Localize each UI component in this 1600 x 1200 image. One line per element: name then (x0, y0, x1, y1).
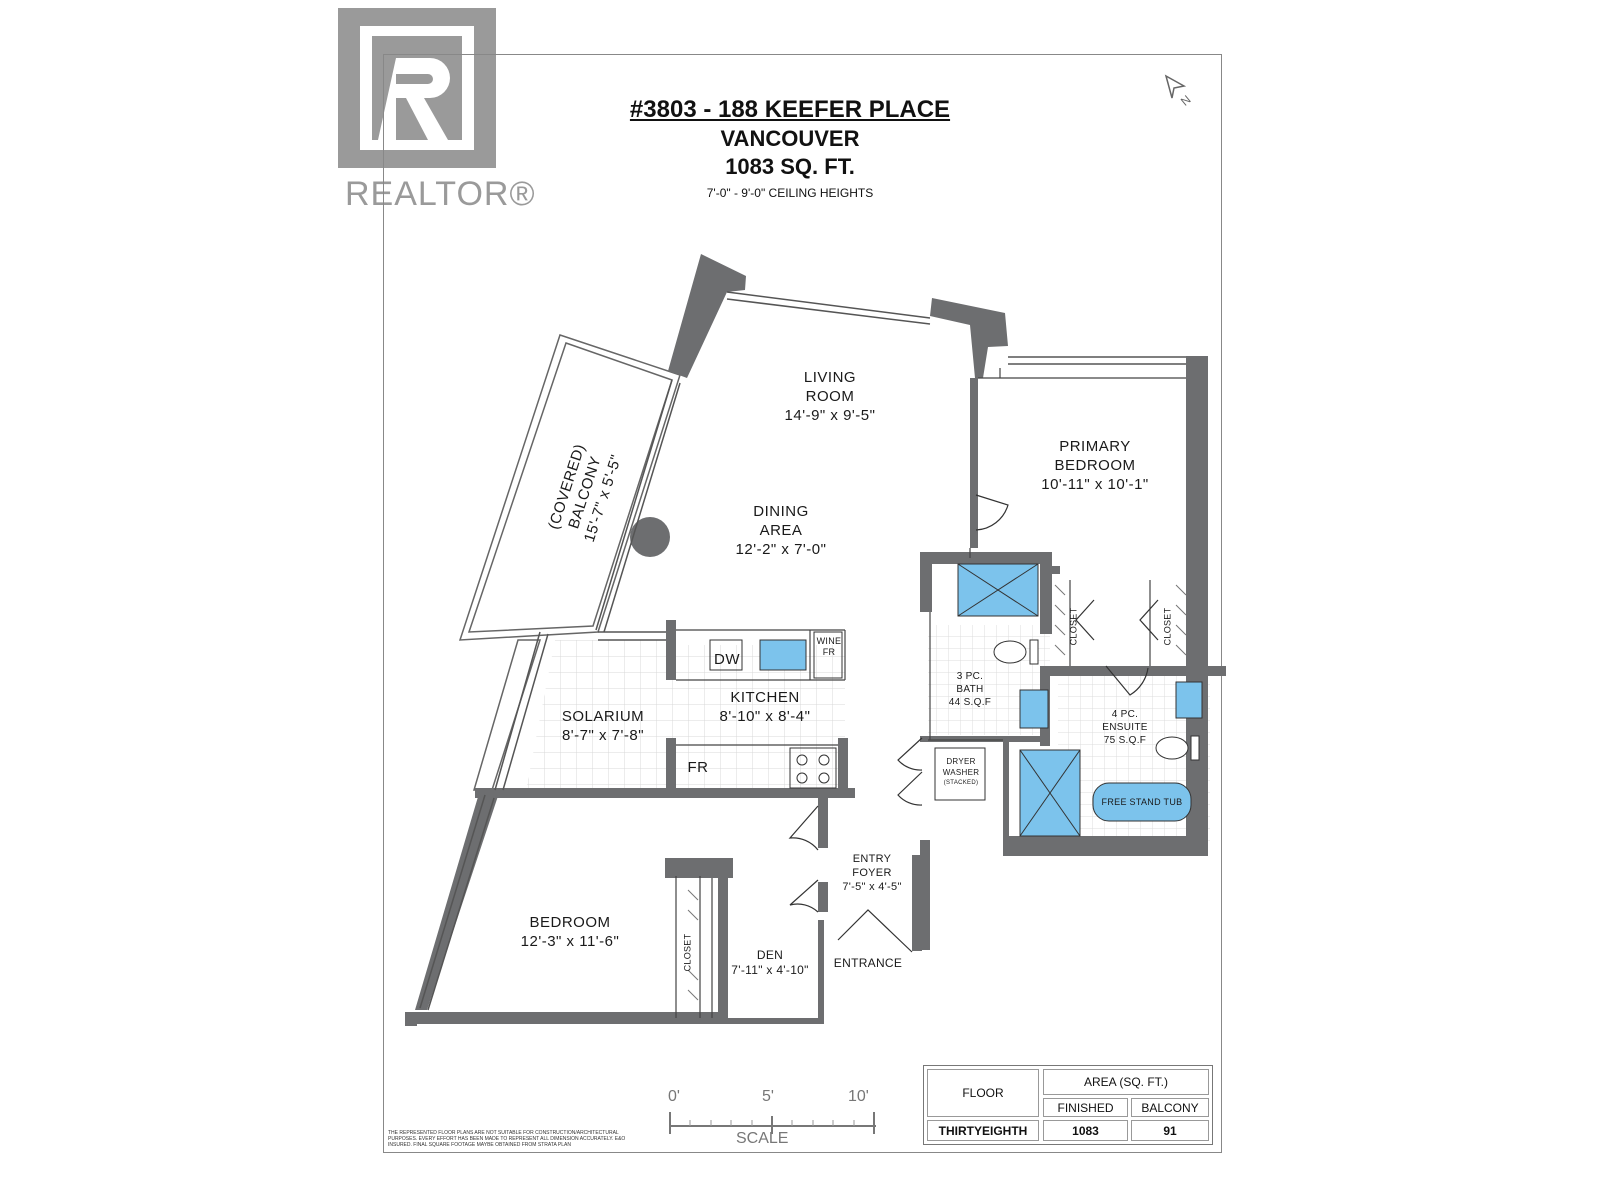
dryer-label: DRYER (946, 757, 976, 766)
bedroom-dims: 12'-3" x 11'-6" (520, 933, 620, 950)
solarium-label: SOLARIUM 8'-7" x 7'-8" (548, 707, 658, 745)
dishwasher-label: DW (714, 651, 740, 668)
primary-name2: BEDROOM (1054, 457, 1136, 474)
primary-bedroom-label: PRIMARY BEDROOM 10'-11" x 10'-1" (1025, 437, 1165, 494)
disclaimer-text: THE REPRESENTED FLOOR PLANS ARE NOT SUIT… (388, 1130, 626, 1148)
balcony-value: 91 (1131, 1120, 1209, 1141)
wine-label-2: FR (822, 647, 836, 657)
living-room-label: LIVING ROOM 14'-9" x 9'-5" (770, 368, 890, 425)
plan-border (383, 54, 1222, 1153)
closet-label-primary-right: CLOSET (1162, 607, 1173, 646)
realtor-logo-text: REALTOR® (345, 175, 536, 213)
ceiling-heights: 7'-0" - 9'-0" CEILING HEIGHTS (706, 186, 874, 200)
finished-value: 1083 (1043, 1120, 1128, 1141)
ensuite-label: 4 PC. ENSUITE 75 S.Q.F (1085, 708, 1165, 747)
city-title: VANCOUVER (720, 126, 860, 151)
foyer-name1: ENTRY (852, 853, 892, 865)
kitchen-label: KITCHEN 8'-10" x 8'-4" (700, 688, 830, 726)
primary-dims: 10'-11" x 10'-1" (1041, 476, 1149, 493)
door-swings (788, 494, 1159, 953)
solarium-dims: 8'-7" x 7'-8" (561, 727, 645, 744)
area-title: 1083 SQ. FT. (725, 154, 855, 179)
dining-dims: 12'-2" x 7'-0" (735, 541, 827, 558)
realtor-r-icon (338, 8, 496, 168)
address-title: #3803 - 188 KEEFER PLACE (629, 96, 951, 123)
scale-bar: 0' 5' 10' SCALE (668, 1088, 878, 1148)
area-table: FLOOR AREA (SQ. FT.) FINISHED BALCONY TH… (923, 1065, 1213, 1145)
wine-fridge-label: WINE FR (814, 636, 844, 658)
bedroom-label: BEDROOM 12'-3" x 11'-6" (510, 913, 630, 951)
kitchen-dims: 8'-10" x 8'-4" (719, 708, 811, 725)
closet-label-bedroom: CLOSET (682, 933, 693, 972)
wine-label-1: WINE (816, 636, 842, 646)
ensuite-area: 75 S.Q.F (1103, 735, 1147, 746)
floor-header: FLOOR (927, 1069, 1039, 1117)
bath3-name1: 3 PC. (956, 671, 984, 682)
floor-value: THIRTYEIGHTH (927, 1120, 1039, 1141)
balcony-header: BALCONY (1131, 1098, 1209, 1117)
tub-label: FREE STAND TUB (1101, 797, 1183, 807)
living-room-name2: ROOM (805, 388, 855, 405)
bedroom-name: BEDROOM (529, 914, 611, 931)
north-arrow-icon: N (1164, 74, 1194, 109)
washer-label: WASHER (942, 768, 980, 777)
area-header: AREA (SQ. FT.) (1043, 1069, 1209, 1095)
scale-caption: SCALE (736, 1130, 789, 1147)
den-label: DEN 7'-11" x 4'-10" (722, 948, 818, 978)
toilet-icons (993, 639, 1200, 761)
den-name: DEN (756, 948, 784, 962)
scale-label-10: 10' (848, 1088, 869, 1105)
bath3-name2: BATH (956, 684, 984, 695)
dining-name1: DINING (753, 503, 809, 520)
ensuite-name1: 4 PC. (1111, 709, 1139, 720)
title-block: #3803 - 188 KEEFER PLACE VANCOUVER 1083 … (560, 96, 1020, 200)
scale-label-5: 5' (762, 1088, 774, 1105)
solarium-name: SOLARIUM (561, 708, 645, 725)
fridge-label: FR (687, 759, 709, 776)
stacked-label: (STACKED) (943, 780, 979, 786)
foyer-dims: 7'-5" x 4'-5" (842, 881, 902, 893)
living-room-dims: 14'-9" x 9'-5" (784, 407, 876, 424)
scale-ruler (669, 1112, 876, 1134)
entrance-label: ENTRANCE (833, 956, 903, 970)
washer-dryer-box (934, 747, 986, 801)
closet-label-primary-left: CLOSET (1068, 607, 1079, 646)
scale-label-0: 0' (668, 1088, 680, 1105)
ensuite-name2: ENSUITE (1102, 722, 1148, 733)
finished-header: FINISHED (1043, 1098, 1128, 1117)
laundry-label: DRYER WASHER (STACKED) (936, 756, 986, 789)
foyer-name2: FOYER (852, 867, 892, 879)
kitchen-name: KITCHEN (730, 689, 800, 706)
stove-icon (709, 631, 843, 789)
closet-hatches (687, 584, 1187, 1001)
dining-name2: AREA (759, 522, 803, 539)
primary-name1: PRIMARY (1059, 438, 1131, 455)
shower-fixtures (759, 563, 1203, 837)
bath3-area: 44 S.Q.F (948, 697, 992, 708)
living-room-name1: LIVING (803, 369, 857, 386)
foyer-label: ENTRY FOYER 7'-5" x 4'-5" (832, 852, 912, 894)
interior-lines (675, 368, 1186, 1018)
bath3-label: 3 PC. BATH 44 S.Q.F (940, 670, 1000, 709)
windows (419, 291, 1186, 1011)
den-dims: 7'-11" x 4'-10" (731, 963, 809, 977)
dining-area-label: DINING AREA 12'-2" x 7'-0" (716, 502, 846, 559)
